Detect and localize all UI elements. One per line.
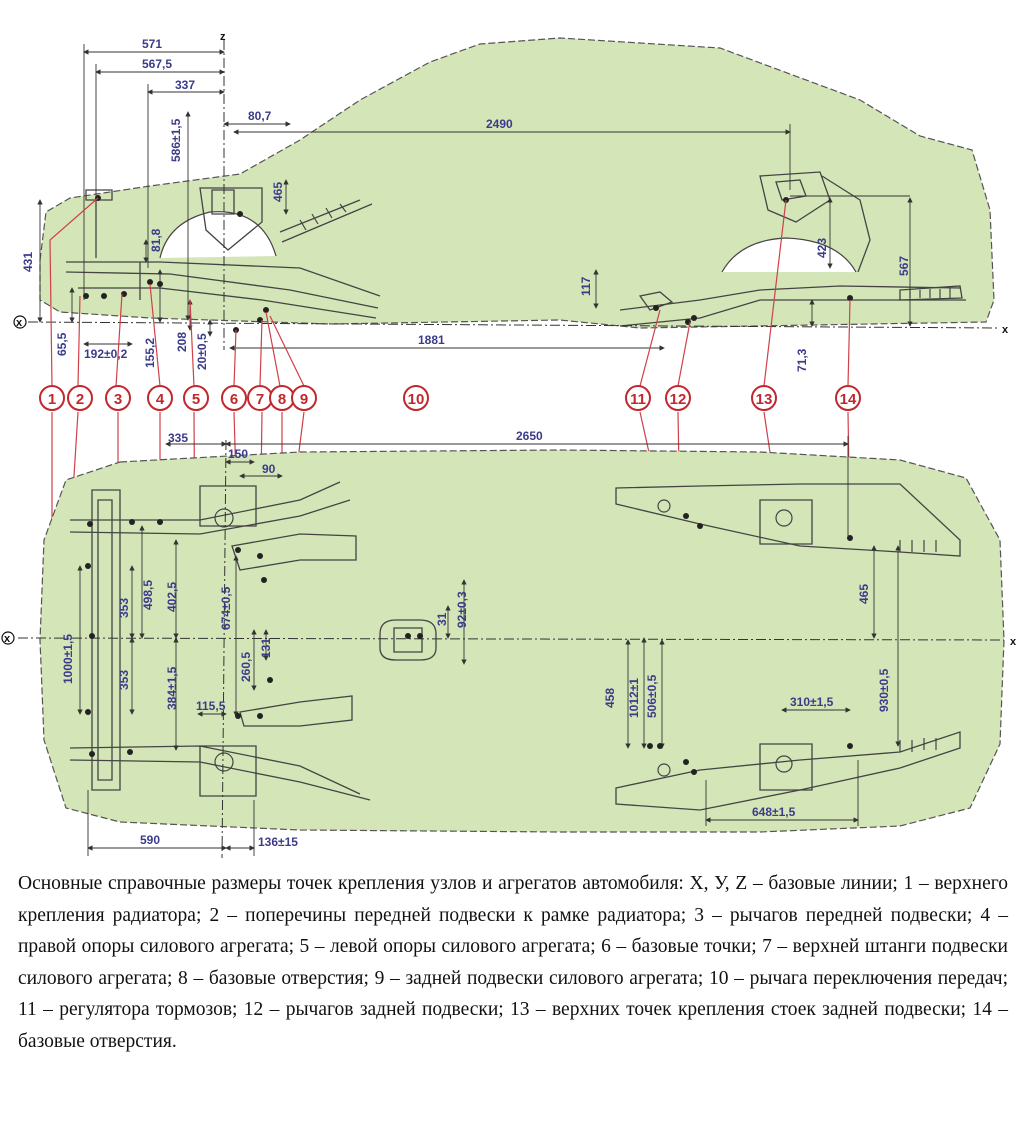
dim-117: 117 (579, 276, 593, 296)
dim-648: 648±1,5 (752, 805, 796, 819)
dim-131: 131 (259, 638, 273, 658)
dim-384: 384±1,5 (165, 666, 179, 710)
svg-text:2: 2 (76, 391, 84, 408)
dim-402-5: 402,5 (165, 582, 179, 612)
callout-13: 13 (751, 385, 777, 411)
dim-260-5: 260,5 (239, 652, 253, 682)
callout-6: 6 (221, 385, 247, 411)
dim-431: 431 (21, 252, 35, 272)
side-x-axis-label: x (1002, 324, 1009, 336)
svg-text:4: 4 (156, 391, 165, 408)
callout-2: 2 (67, 385, 93, 411)
callout-7: 7 (247, 385, 273, 411)
dim-71-3: 71,3 (795, 348, 809, 372)
dim-90: 90 (262, 462, 276, 476)
svg-text:3: 3 (114, 391, 122, 408)
dim-465-side: 465 (271, 182, 285, 202)
dim-465-bottom: 465 (857, 584, 871, 604)
callout-8: 8 (269, 385, 295, 411)
dim-337: 337 (175, 78, 195, 92)
dim-2490: 2490 (486, 117, 513, 131)
side-z-axis-label: z (220, 31, 226, 43)
dim-310: 310±1,5 (790, 695, 834, 709)
svg-text:1: 1 (48, 391, 56, 408)
callout-1: 1 (39, 385, 65, 411)
dim-80-7: 80,7 (248, 109, 272, 123)
dim-930: 930±0,5 (877, 668, 891, 712)
bottom-x-axis-label: x (1010, 636, 1017, 648)
dim-155-2: 155,2 (143, 338, 157, 368)
bottom-x-origin-label: x (4, 633, 11, 645)
dim-571: 571 (142, 37, 162, 51)
side-x-origin-mark (13, 315, 27, 329)
dim-335: 335 (168, 431, 188, 445)
svg-text:14: 14 (840, 391, 857, 408)
dim-192: 192±0,2 (84, 347, 128, 361)
dim-65-5: 65,5 (55, 332, 69, 356)
dim-423: 423 (815, 238, 829, 258)
bottom-y-axis-label: y (218, 857, 225, 860)
callout-10: 10 (403, 385, 429, 411)
side-x-origin-label: x (16, 317, 23, 329)
dim-208: 208 (175, 332, 189, 352)
bottom-y-axis-line (221, 439, 227, 859)
dim-150: 150 (228, 447, 248, 461)
svg-text:10: 10 (408, 391, 425, 408)
dim-674: 674±0,5 (219, 586, 233, 630)
callout-11: 11 (625, 385, 651, 411)
callouts: 1 2 3 4 5 6 7 8 9 10 11 12 13 14 (39, 385, 861, 411)
bottom-frame-details (214, 499, 937, 777)
callout-4: 4 (147, 385, 173, 411)
callout-9: 9 (291, 385, 317, 411)
side-frame-rails (65, 171, 966, 327)
callout-5: 5 (183, 385, 209, 411)
bottom-frame-rails (69, 481, 961, 811)
svg-text:13: 13 (756, 391, 773, 408)
dim-567: 567 (897, 256, 911, 276)
dim-1000: 1000±1,5 (61, 634, 75, 684)
dim-353-bottom: 353 (117, 670, 131, 690)
dim-506: 506±0,5 (645, 674, 659, 718)
dim-590: 590 (140, 833, 160, 847)
dim-2650: 2650 (516, 429, 543, 443)
figure-caption: Основные справочные размеры точек крепле… (18, 873, 1008, 1052)
svg-text:11: 11 (630, 391, 646, 408)
rear-wheel-arch (721, 237, 857, 273)
bottom-x-axis-line (17, 637, 1005, 641)
dim-31: 31 (435, 612, 449, 626)
callout-3: 3 (105, 385, 131, 411)
bottom-view-body-silhouette (39, 449, 1005, 833)
dim-1012: 1012±1 (627, 678, 641, 718)
dim-458: 458 (603, 688, 617, 708)
bottom-attachment-points (85, 513, 853, 775)
svg-text:12: 12 (670, 391, 687, 408)
dim-20: 20±0,5 (195, 333, 209, 370)
svg-text:6: 6 (230, 391, 238, 408)
svg-text:7: 7 (256, 391, 264, 408)
bottom-dimension-lines (77, 436, 901, 856)
side-dimension-lines (37, 44, 913, 351)
svg-text:8: 8 (278, 391, 286, 408)
dim-353-top: 353 (117, 598, 131, 618)
svg-text:5: 5 (192, 391, 200, 408)
dim-498-5: 498,5 (141, 580, 155, 610)
body-dimension-diagram: x x z 571 567,5 337 80,7 2490 586±1,5 46… (1, 31, 1017, 860)
svg-text:9: 9 (300, 391, 308, 408)
dim-115-5: 115,5 (196, 699, 226, 713)
dim-1881: 1881 (418, 333, 445, 347)
dim-136: 136±15 (258, 835, 298, 849)
dim-567-5: 567,5 (142, 57, 172, 71)
dim-92: 92±0,3 (455, 591, 469, 628)
dim-81-8: 81,8 (149, 228, 163, 252)
callout-14: 14 (835, 385, 861, 411)
dim-586: 586±1,5 (169, 118, 183, 162)
bottom-x-origin-mark (1, 631, 15, 645)
callout-12: 12 (665, 385, 691, 411)
